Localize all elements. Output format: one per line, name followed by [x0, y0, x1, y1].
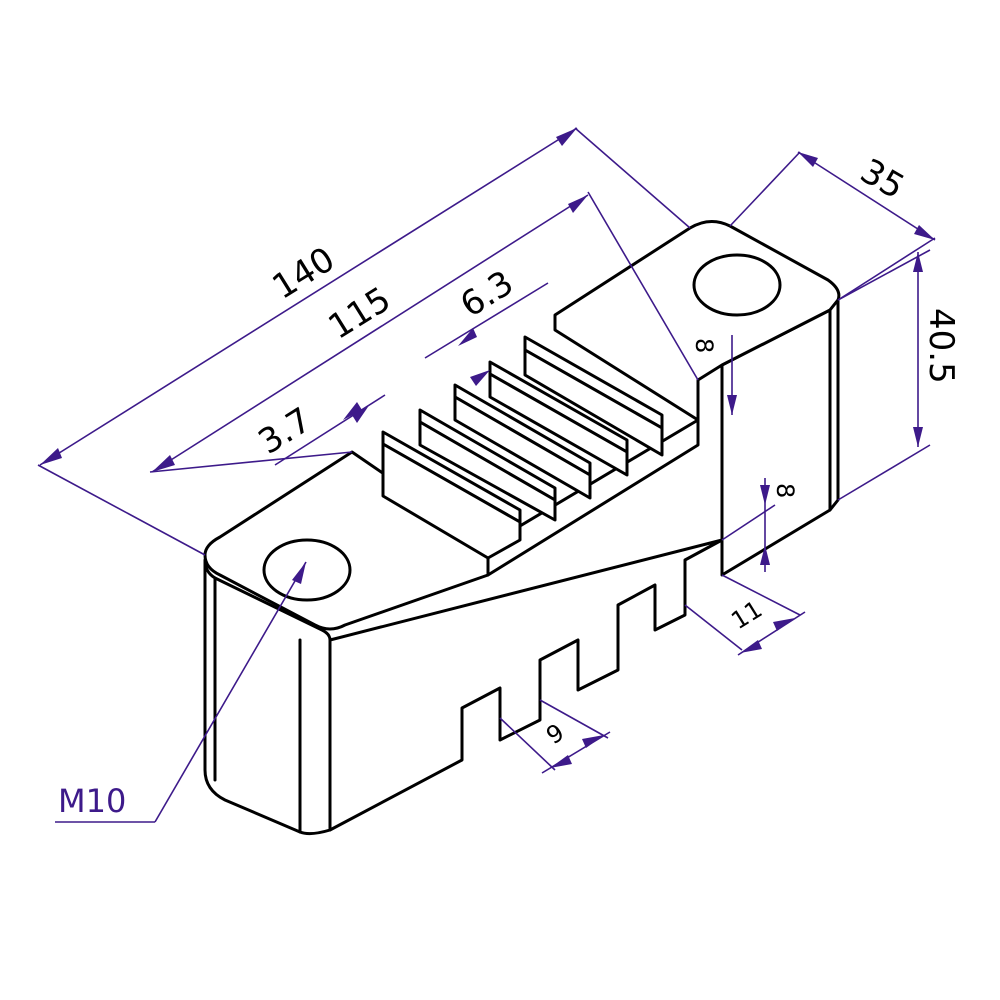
dim-115-line	[151, 194, 589, 473]
fin	[488, 372, 629, 477]
label-140: 140	[266, 239, 342, 307]
label-8-slot: 8	[771, 483, 799, 498]
right-hole	[692, 253, 782, 317]
label-11: 11	[726, 595, 767, 635]
dim-6.3-line	[424, 282, 549, 359]
fin	[418, 420, 557, 522]
left-hole	[262, 538, 352, 602]
label-40.5: 40.5	[921, 308, 961, 384]
dimension-lines	[37, 127, 936, 823]
fin	[453, 395, 592, 500]
label-9: 9	[541, 718, 569, 750]
fin	[523, 348, 664, 457]
label-115: 115	[322, 279, 398, 347]
dim-140-line	[39, 127, 578, 466]
label-35: 35	[854, 151, 911, 207]
dim-35-line	[797, 151, 936, 241]
label-8-fin: 8	[690, 338, 718, 353]
label-m10: M10	[58, 782, 126, 820]
right-end-face	[828, 298, 840, 512]
fin	[381, 442, 522, 560]
label-3.7: 3.7	[252, 400, 319, 463]
fins	[381, 335, 664, 560]
m10-leader	[154, 561, 307, 823]
label-6.3: 6.3	[454, 263, 521, 326]
